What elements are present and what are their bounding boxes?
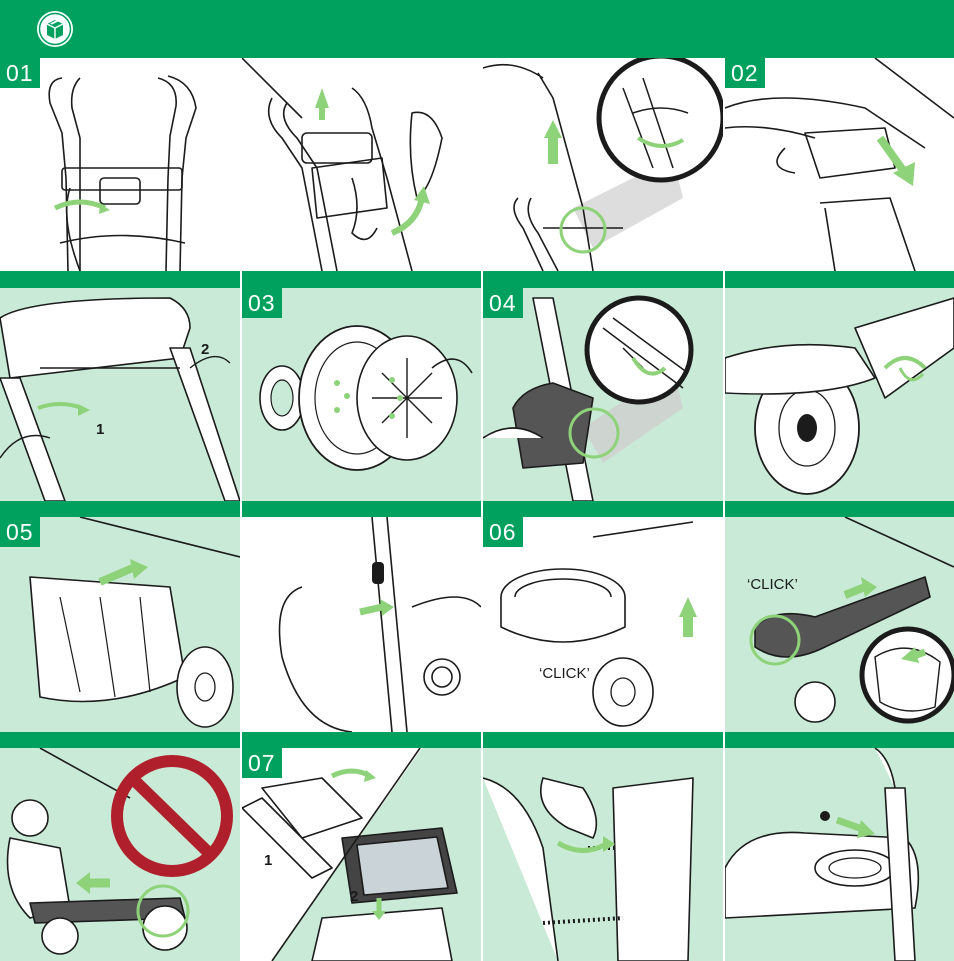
step-label-1: 1 bbox=[96, 421, 104, 438]
row-band-2 bbox=[0, 501, 954, 517]
panel-remove-bar-screws: 1 2 bbox=[0, 288, 240, 501]
panel-warning-no-lift bbox=[0, 748, 240, 961]
column-gutter-1 bbox=[240, 58, 242, 961]
click-label-base: ‘CLICK’ bbox=[747, 576, 798, 593]
step-number-04: 04 bbox=[483, 288, 523, 318]
panel-base-click: ‘CLICK’ bbox=[725, 517, 954, 732]
header-bar bbox=[0, 0, 954, 58]
panel-remove-basket bbox=[242, 58, 481, 271]
panel-cup-holder bbox=[725, 748, 954, 961]
panel-attach-wheel: 06 ‘CLICK’ bbox=[483, 517, 723, 732]
panel-attach-tray: 07 1 2 bbox=[242, 748, 481, 961]
step-number-06: 06 bbox=[483, 517, 523, 547]
panel-handlebar-release: 01 bbox=[0, 58, 240, 271]
click-label-wheel: ‘CLICK’ bbox=[539, 665, 590, 682]
row-band-3 bbox=[0, 732, 954, 748]
step-number-01: 01 bbox=[0, 58, 40, 88]
panel-bag-clip bbox=[242, 517, 481, 732]
row-band-1 bbox=[0, 271, 954, 288]
tray-step-label-2: 2 bbox=[350, 888, 358, 905]
panel-fold-frame: 04 bbox=[483, 288, 723, 501]
step-number-03: 03 bbox=[242, 288, 282, 318]
panel-fold-handlebar: 02 bbox=[725, 58, 954, 271]
panel-fold-canopy bbox=[483, 748, 723, 961]
box-icon bbox=[35, 9, 75, 49]
column-gutter-2 bbox=[481, 58, 483, 961]
step-number-05: 05 bbox=[0, 517, 40, 547]
panel-remove-handle bbox=[483, 58, 723, 271]
column-gutter-3 bbox=[723, 58, 725, 961]
panel-rear-wheel bbox=[725, 288, 954, 501]
panel-wheel-caps: 03 bbox=[242, 288, 481, 501]
step-number-02: 02 bbox=[725, 58, 765, 88]
tray-step-label-1: 1 bbox=[264, 852, 272, 869]
step-number-07: 07 bbox=[242, 748, 282, 778]
step-label-2: 2 bbox=[201, 341, 209, 358]
panel-seat-unit: 05 bbox=[0, 517, 240, 732]
